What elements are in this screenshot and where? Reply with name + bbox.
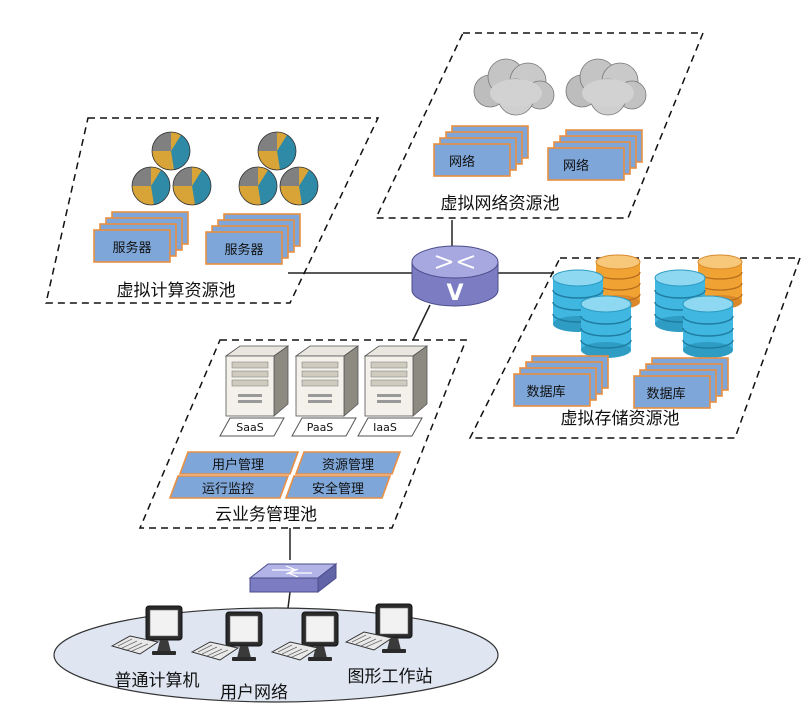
server-label-paas: PaaS [307,421,334,434]
storage-pool-title: 虚拟存储资源池 [561,409,680,429]
virtual-compute-pool: 服务器 服务器 虚拟计算资源池 [45,117,380,304]
module-card: 用户管理 [178,451,300,475]
svg-text:用户管理: 用户管理 [212,457,264,473]
cloud-business-pool-border [138,339,468,529]
pc-label: 普通计算机 [115,671,200,691]
server-label-saas: SaaS [236,421,263,434]
user-network-link [287,591,291,609]
svg-text:资源管理: 资源管理 [322,458,374,473]
network-card-stack: 网络 [547,129,643,181]
svg-text:运行监控: 运行监控 [202,482,254,497]
cloud-icon [565,58,647,116]
server-card-stack: 服务器 [205,213,301,265]
virtual-network-pool: 网络 网络 虚拟网络资源池 [374,32,705,219]
tower-server-icon: SaaS [219,345,289,437]
module-card: 安全管理 [284,475,392,499]
router-icon: V [411,245,499,307]
database-icon [654,254,743,359]
network-card-stack: 网络 [433,125,529,177]
compute-pool-border [45,117,380,304]
network-pool-border [374,32,705,219]
module-card: 资源管理 [294,451,402,475]
switch-icon [248,562,338,594]
tower-server-icon: IaaS [357,345,428,437]
network-card-label: 网络 [563,158,589,174]
virtual-storage-pool: 数据库 数据库 虚拟存储资源池 [468,254,802,439]
cloud-business-pool: SaaS PaaS IaaS 用户管理 资源管理 运行监控 安全管理 云业务管 [138,339,468,529]
storage-card-label: 数据库 [646,386,685,402]
tower-server-icon: PaaS [291,345,359,437]
cloud-business-link [412,304,431,341]
server-card-stack: 服务器 [93,211,189,263]
router-symbol: V [446,281,463,306]
workstation-label: 图形工作站 [348,667,433,687]
connection-lines [287,220,554,609]
user-network-title: 用户网络 [220,683,288,703]
storage-card-label: 数据库 [526,384,565,400]
compute-card-label: 服务器 [224,242,263,258]
database-card-stack: 数据库 [513,355,609,407]
cloud-icon [473,58,555,116]
network-card-label: 网络 [449,154,475,170]
sphere-icon [238,131,319,206]
compute-pool-title: 虚拟计算资源池 [117,281,236,301]
compute-card-label: 服务器 [112,240,151,256]
sphere-icon [131,131,212,206]
svg-text:安全管理: 安全管理 [312,481,364,497]
database-card-stack: 数据库 [633,357,729,409]
cloud-business-pool-title: 云业务管理池 [215,505,317,525]
user-network: 普通计算机 用户网络 图形工作站 [53,603,499,703]
network-pool-title: 虚拟网络资源池 [441,194,560,214]
database-icon [552,254,641,359]
module-card: 运行监控 [168,475,290,499]
server-label-iaas: IaaS [373,421,397,434]
